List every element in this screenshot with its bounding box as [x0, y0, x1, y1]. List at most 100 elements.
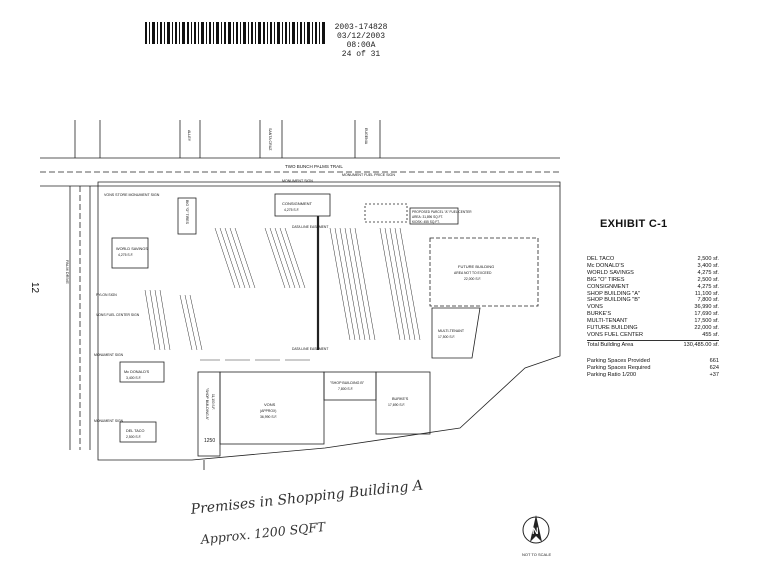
area-row-name: BIG "O" TIRES — [587, 276, 625, 283]
area-row: CONSIGNMENT 4,275 sf. — [587, 284, 719, 291]
area-row-name: VONS — [587, 304, 603, 311]
area-row: VONS FUEL CENTER 455 sf. — [587, 332, 719, 339]
area-row-value: 22,000 sf. — [694, 325, 719, 332]
barcode — [145, 22, 325, 44]
area-row: SHOP BUILDING "A" 11,100 sf. — [587, 291, 719, 298]
parking-row-label: Parking Spaces Provided — [587, 358, 650, 364]
burkes-label: BURKE'S — [392, 397, 409, 401]
parking-row-label: Parking Spaces Required — [587, 365, 651, 371]
exhibit-title: EXHIBIT C-1 — [600, 218, 668, 230]
pylon-sign-label: PYLON SIGN — [96, 293, 117, 297]
del-taco-sf: 2,500 S.F. — [126, 435, 141, 439]
area-row-name: WORLD SAVINGS — [587, 269, 634, 276]
area-row: FUTURE BUILDING 22,000 sf. — [587, 325, 719, 332]
area-row: WORLD SAVINGS 4,275 sf. — [587, 270, 719, 277]
compass-note: NOT TO SCALE — [522, 552, 551, 557]
del-taco-label: DEL TACO — [126, 429, 145, 433]
vons-sf: 36,990 S.F. — [260, 415, 277, 419]
area-row-name: Mc DONALD'S — [587, 262, 625, 269]
santa-cruz-label: SANTA CRUZ — [268, 128, 272, 151]
data-line-label-2: DATA LINE EASEMENT — [292, 347, 328, 351]
monument-sign-label: MONUMENT SIGN — [282, 179, 313, 183]
consignment-sf: 4,275 S.F. — [284, 208, 299, 212]
area-row: Mc DONALD'S 3,400 sf. — [587, 263, 719, 270]
area-row-name: BURKE'S — [587, 311, 612, 318]
vons-note: (APPROX) — [260, 409, 276, 413]
parking-row: Parking Spaces Provided 661 — [587, 358, 719, 365]
parking-row-label: Parking Ratio 1/200 — [587, 372, 637, 378]
area-row-value: 17,690 sf. — [694, 311, 719, 318]
area-row-value: 2,500 sf. — [697, 276, 719, 283]
handwritten-note-line-2: Approx. 1200 SQFT — [200, 518, 327, 547]
area-row-name: FUTURE BUILDING — [587, 325, 638, 332]
world-savings-label: WORLD SAVINGS — [116, 247, 148, 251]
area-row: BURKE'S 17,690 sf. — [587, 311, 719, 318]
area-row: DEL TACO 2,500 sf. — [587, 256, 719, 263]
shop-b-sf: 7,800 S.F. — [338, 387, 353, 391]
parking-row-value: 661 — [709, 358, 719, 364]
premises-box-label: 1250 — [204, 438, 215, 444]
area-row-value: 2,500 sf. — [697, 256, 719, 262]
area-row: BIG "O" TIRES 2,500 sf. — [587, 277, 719, 284]
area-total-value: 130,485.00 sf. — [683, 341, 719, 348]
multi-tenant-sf: 17,500 S.F. — [438, 335, 455, 339]
recording-stamp: 2003-174828 03/12/2003 08:00A 24 of 31 — [322, 23, 400, 59]
area-total-label: Total Building Area — [587, 341, 634, 348]
proposed-fuel-area: AREA: 31,896 SQ.FT. — [412, 215, 443, 219]
street-left-label: PALM DRIVE — [65, 260, 70, 284]
area-row-value: 11,100 sf. — [694, 290, 719, 297]
big-o-label: BIG "O" TIRES — [185, 200, 189, 225]
shop-a-sf: 11,100 S.F. — [211, 394, 215, 410]
vons-monument-label: VONS STORE MONUMENT SIGN — [104, 193, 160, 197]
site-plan: TWO BUNCH PALMS TRAIL PALM DRIVE ALLEY S… — [40, 120, 561, 470]
parking-row: Parking Ratio 1/200 +37 — [587, 372, 719, 379]
page-of: 24 of 31 — [341, 50, 381, 59]
area-row-name: VONS FUEL CENTER — [587, 331, 644, 338]
data-line-label-1: DATA LINE EASEMENT — [292, 225, 328, 229]
world-savings-sf: 4,275 S.F. — [118, 253, 133, 257]
area-row-name: SHOP BUILDING "B" — [587, 297, 640, 304]
shop-b-label: "SHOP BUILDING B" — [330, 381, 365, 385]
north-arrow-icon: N NOT TO SCALE — [522, 515, 551, 557]
future-building-note: AREA NOT TO EXCEED — [454, 271, 492, 275]
shop-a-label: "SHOP BUILDING A" — [205, 388, 209, 421]
area-row-value: 4,275 sf. — [697, 283, 719, 290]
proposed-fuel-label: PROPOSED PARCEL "A" FUEL CENTER — [412, 210, 472, 214]
future-building-label: FUTURE BUILDING — [458, 264, 494, 269]
area-row: VONS 36,990 sf. — [587, 304, 719, 311]
eugenia-label: EUGENIA — [364, 128, 368, 145]
monument-sign-label-2: MONUMENT SIGN — [94, 353, 124, 357]
area-row-value: 36,990 sf. — [694, 304, 719, 311]
area-row-value: 17,500 sf. — [694, 318, 719, 325]
area-row-value: 4,275 sf. — [697, 269, 719, 276]
mcdonalds-sf: 3,400 S.F. — [126, 376, 141, 380]
vons-fuel-sign-label: VONS FUEL CENTER SIGN — [96, 313, 140, 317]
consignment-label: CONSIGNMENT — [282, 201, 313, 206]
area-row-name: SHOP BUILDING "A" — [587, 290, 640, 297]
proposed-fuel-kiosk: KIOSK: 455 SQ.FT. — [412, 220, 440, 224]
monument-fuel-label: MONUMENT FUEL PRICE SIGN — [342, 173, 395, 177]
handwritten-note-line-1: Premises in Shopping Building A — [190, 477, 424, 518]
area-row: MULTI-TENANT 17,500 sf. — [587, 318, 719, 325]
parking-row-value: +37 — [709, 372, 720, 378]
area-row-name: DEL TACO — [587, 256, 615, 262]
monument-sign-label-3: MONUMENT SIGN — [94, 419, 124, 423]
area-total-row: Total Building Area 130,485.00 sf. — [587, 339, 719, 349]
street-top-label: TWO BUNCH PALMS TRAIL — [285, 164, 343, 169]
area-row: SHOP BUILDING "B"7,800 sf. — [587, 297, 719, 304]
multi-tenant-label: MULTI-TENANT — [438, 329, 465, 333]
area-row-name: CONSIGNMENT — [587, 283, 629, 290]
document-number: 2003-174828 — [334, 23, 388, 32]
record-date: 03/12/2003 08:00A — [336, 32, 385, 50]
area-row-value: 455 sf. — [702, 331, 719, 338]
area-row-name: MULTI-TENANT — [587, 318, 628, 325]
area-row-value: 3,400 sf. — [697, 262, 719, 269]
future-building-sf: 22,000 S.F. — [464, 277, 481, 281]
mcdonalds-label: Mc DONALD'S — [124, 370, 150, 374]
compass-label: N — [532, 526, 539, 536]
alley-label: ALLEY — [187, 130, 191, 142]
vons-label: VONS — [264, 402, 276, 407]
